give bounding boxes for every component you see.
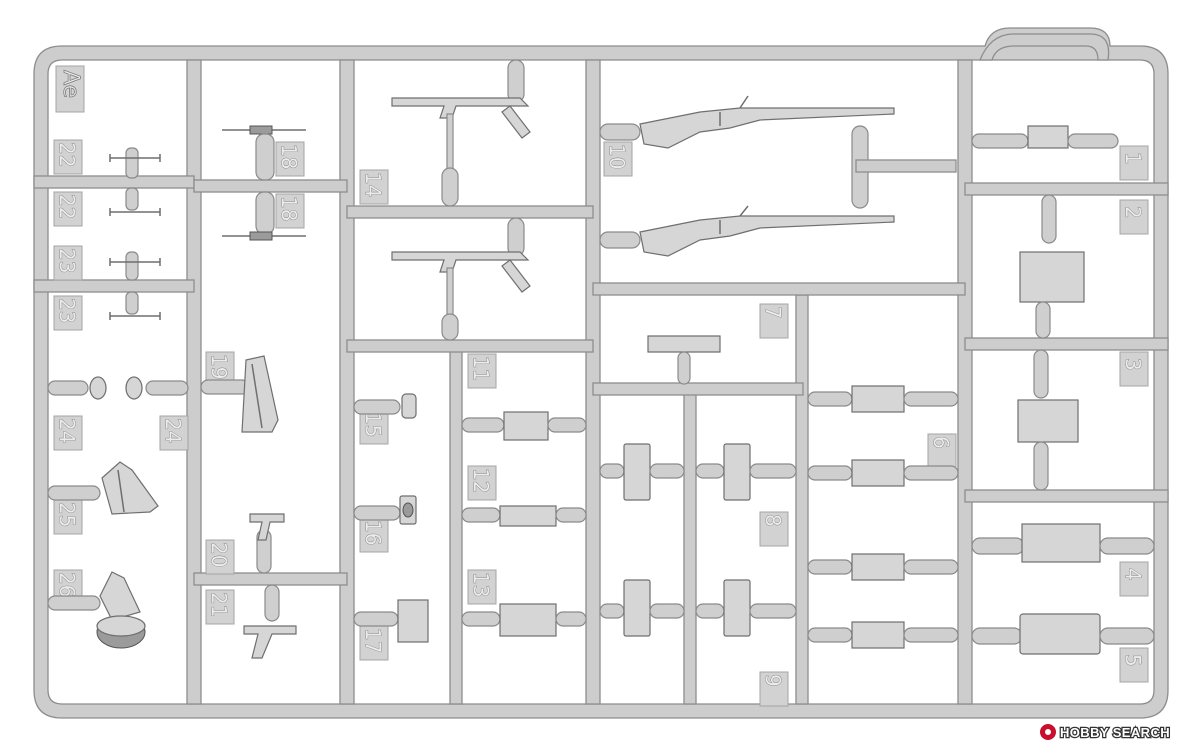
part-3 — [1017, 349, 1079, 491]
part-number-22b: 22 — [55, 194, 79, 219]
part-13 — [461, 603, 587, 637]
part-number-26: 26 — [55, 572, 79, 597]
part-number-5: 5 — [1121, 654, 1145, 667]
part-number-20: 20 — [207, 542, 231, 567]
part-number-11: 11 — [469, 356, 493, 381]
part-number-23b: 23 — [55, 298, 79, 323]
part-22-lower — [109, 187, 161, 216]
part-4 — [971, 523, 1155, 563]
part-number-1: 1 — [1121, 152, 1145, 165]
part-7 — [647, 335, 721, 385]
part-number-18b: 18 — [277, 196, 301, 221]
part-number-13: 13 — [469, 572, 493, 597]
part-number-7: 7 — [761, 306, 785, 319]
parts-15-17 — [353, 393, 429, 643]
part-26 — [47, 571, 146, 649]
part-number-9: 9 — [761, 674, 785, 687]
part-number-17: 17 — [361, 628, 385, 653]
part-2 — [1019, 194, 1085, 339]
part-18-bayonet-upper — [222, 125, 306, 181]
ammo-pouch-parts-6 — [807, 385, 959, 649]
part-24-left — [47, 376, 107, 400]
part-number-15: 15 — [361, 412, 385, 437]
hobby-search-logo-icon — [1040, 724, 1056, 740]
part-number-8: 8 — [761, 514, 785, 527]
part-11 — [461, 411, 587, 441]
part-number-2: 2 — [1121, 206, 1145, 219]
vertical-runners — [186, 59, 973, 705]
part-23-lower — [109, 291, 161, 320]
part-number-25: 25 — [55, 502, 79, 527]
part-23-upper — [109, 251, 161, 281]
left-column-parts — [47, 147, 189, 649]
smg-parts — [391, 59, 531, 341]
part-number-4: 4 — [1121, 568, 1145, 581]
part-22-upper — [109, 147, 161, 179]
part-10-upper — [599, 95, 895, 149]
part-number-18a: 18 — [277, 144, 301, 169]
part-16 — [353, 495, 417, 525]
part-number-12: 12 — [469, 468, 493, 493]
pouch-parts-11-13 — [461, 411, 587, 637]
part-25 — [47, 461, 159, 515]
part-number-tabs: Ae 22 22 23 23 24 24 25 26 18 18 19 20 2… — [53, 65, 1149, 707]
part-number-22a: 22 — [55, 142, 79, 167]
part-number-16: 16 — [361, 520, 385, 545]
part-number-19: 19 — [207, 354, 231, 379]
part-18-bayonet-lower — [222, 191, 306, 241]
part-17 — [353, 599, 429, 643]
part-number-10: 10 — [605, 144, 629, 169]
part-15 — [353, 393, 417, 419]
part-number-3: 3 — [1121, 358, 1145, 371]
part-5 — [971, 613, 1155, 655]
column2-parts — [200, 125, 306, 659]
part-19 — [200, 355, 279, 433]
part-24-right — [125, 376, 189, 400]
part-number-24b: 24 — [161, 418, 185, 443]
part-14-lower — [391, 217, 531, 341]
tree-id-label: Ae — [58, 70, 83, 98]
hobby-search-watermark: HOBBY SEARCH — [1040, 724, 1171, 741]
part-number-14: 14 — [361, 172, 385, 197]
part-number-6: 6 — [929, 436, 953, 449]
horizontal-runners — [33, 175, 1169, 586]
part-number-23a: 23 — [55, 248, 79, 273]
part-14-upper — [391, 59, 531, 207]
watermark-brand-text: HOBBY SEARCH — [1060, 725, 1170, 740]
part-1 — [971, 125, 1119, 149]
rifle-parts — [599, 95, 957, 257]
right-column-parts — [971, 125, 1155, 655]
magazine-pouch-parts — [599, 443, 797, 637]
part-12 — [461, 505, 587, 527]
part-21 — [243, 584, 297, 659]
part-number-24a: 24 — [55, 418, 79, 443]
part-number-21: 21 — [207, 592, 231, 617]
part-20 — [249, 513, 285, 574]
part-10-lower — [599, 205, 895, 257]
